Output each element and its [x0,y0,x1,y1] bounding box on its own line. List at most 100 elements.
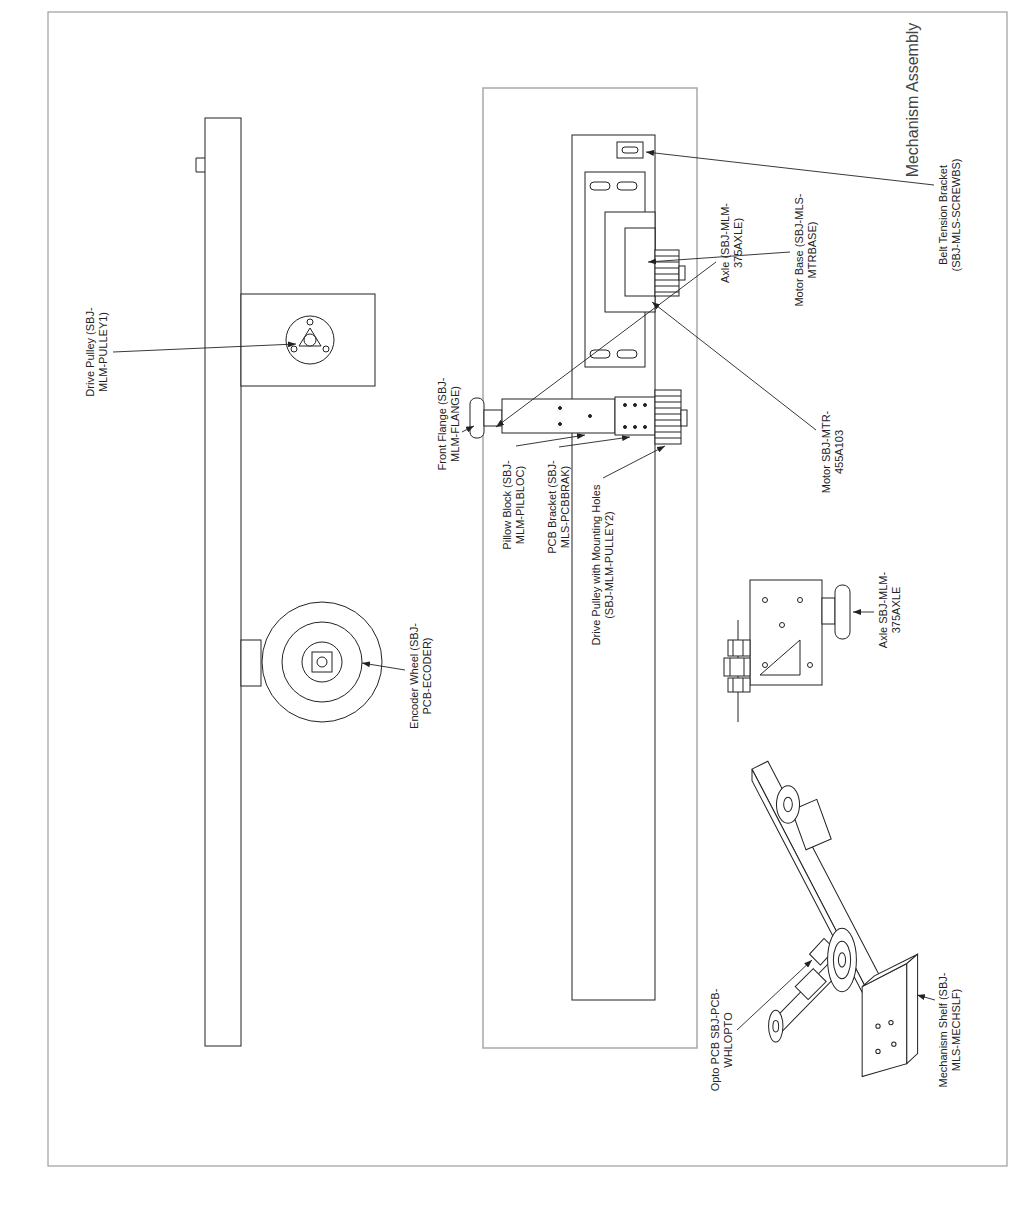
motor-shaft [679,266,685,280]
encoder-hub [302,642,342,682]
pillow-block [750,580,822,685]
drive-pulley-2 [655,390,681,444]
gear-teeth [730,640,744,692]
bolt-hole [291,346,297,352]
pulley-hub [304,334,316,346]
leader-line [737,960,812,1030]
part-callout: Axle SBJ-MLM-375AXLE [877,559,903,662]
base-slot [590,182,610,190]
side-view [196,118,382,1046]
mount-hole [780,623,785,628]
part-callout: Belt Tension Bracket (SBJ-MLS-SCREWBS) [937,156,963,274]
mount-hole [798,598,803,603]
encoder-ring [833,941,850,978]
encoder-ring [282,622,362,702]
wheel-stub [241,640,261,686]
sheet-border [48,12,1007,1166]
shelf-end-side [907,954,918,1063]
part-callout: Motor Base (SBJ-MLS-MTRBASE) [793,193,819,308]
motor-pulley [776,786,799,823]
shelf-plate [572,135,655,1000]
gear [724,658,750,676]
part-callout: Mechanism Shelf (SBJ-MLS-MECHSLF) [937,973,963,1088]
leader-line [652,302,816,430]
view-frame [483,88,697,1048]
bracket-hole [634,404,637,407]
pulley-housing [241,294,375,386]
leader-line [362,663,405,670]
leader-line [646,152,934,185]
gusset [760,640,800,675]
leader-line [113,344,296,352]
mount-hole [763,663,768,668]
axle-stub [822,598,835,624]
mount-hole [889,1020,893,1024]
bracket-hole [624,426,627,429]
mount-hole [808,663,813,668]
encoder-wheel [262,602,382,722]
hub-square [312,652,332,672]
part-callout: Front Flange (SBJ-MLM-FLANGE) [436,370,462,478]
shelf-side [752,769,869,1006]
gear [728,678,750,692]
bracket-slot [622,147,638,153]
front-flange [470,398,484,438]
bolt-hole [323,346,329,352]
pulley-hub [784,797,793,811]
hub-bore [317,657,327,667]
pillow-hole [559,423,562,426]
leader-line [496,262,716,427]
axle-end [681,410,687,426]
mount-hole [876,1024,880,1028]
encoder-wheel [828,928,857,991]
front-flange [769,1010,783,1042]
part-callout: Motor SBJ-MTR-455A103 [820,402,846,502]
bolt-hole [307,319,313,325]
axle-view [724,580,850,722]
pillow-hole [559,407,562,410]
top-view [470,88,697,1048]
shelf-bar [205,118,241,1046]
bolt-pattern [299,328,321,346]
pillow-hole [589,415,592,418]
mount-hole [763,598,768,603]
axle [484,410,502,426]
mount-hole [876,1049,880,1053]
motor-body [605,212,655,312]
part-callout: Drive Pulley (SBJ-MLM-PULLEY1) [84,296,110,408]
part-callout: Opto PCB SBJ-PCB-WHLOPTO [709,985,735,1095]
bracket-hole [644,426,647,429]
part-callout: PCB Bracket (SBJ-MLS-PCBBRAK) [546,450,572,565]
part-callout: Axle (SBJ-MLM-375AXLE) [719,188,745,298]
shelf-notch [196,158,205,172]
leader-line [559,437,630,447]
leader-line [853,612,874,613]
bracket-hole [624,404,627,407]
bracket-hole [634,426,637,429]
encoder-hub [838,953,845,967]
part-callout: Drive Pulley with Mounting Holes (SBJ-ML… [590,483,616,648]
part-callout: Pillow Block (SBJ-MLM-PILBLOC) [501,450,527,560]
sheet-title: Mechanism Assembly [903,21,922,180]
pillow-block [502,399,615,433]
leader-lines [113,152,935,1030]
mount-hole [892,1042,896,1046]
isometric-view [752,761,918,1076]
pillow-block [795,969,826,1000]
front-flange [835,585,850,639]
pcb-bracket [615,397,655,435]
part-callout: Encoder Wheel (SBJ-PCB-ECODER) [408,622,434,731]
base-slot [617,350,637,358]
leader-line [917,995,935,1000]
drive-pulley [286,316,334,364]
bracket-hole [644,404,647,407]
flange-bore [773,1020,779,1032]
pulley-teeth [655,396,681,438]
shelf-top [752,761,885,994]
leader-line [603,446,665,478]
base-slot [617,182,637,190]
leader-line [462,426,474,432]
